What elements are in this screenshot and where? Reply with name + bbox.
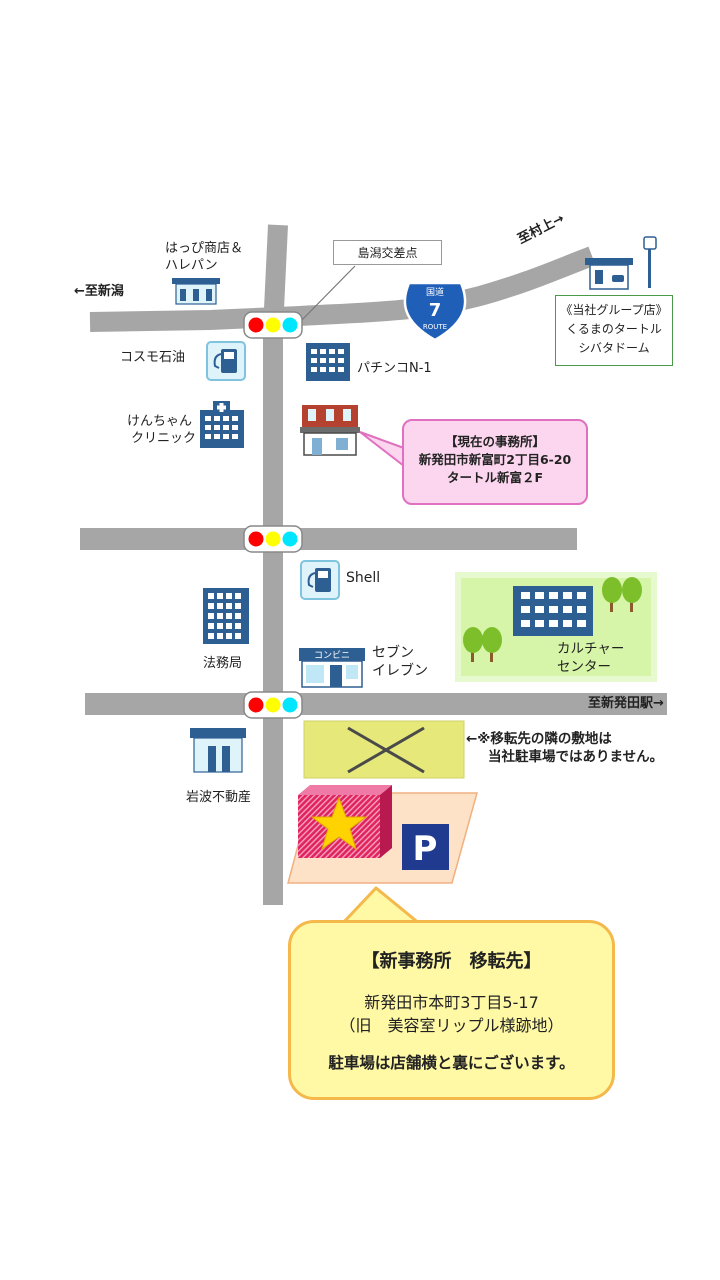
iwanami-realestate-icon [190, 728, 246, 773]
main-callout-pointer [340, 886, 421, 926]
direction-to-shibata-station: 至新発田駅→ [588, 696, 664, 711]
route-7-shield-icon: 国道 7 ROUTE [403, 281, 467, 342]
current-office-building: タートル新富２F [446, 470, 544, 485]
new-office-title: 【新事務所 移転先】 [361, 951, 542, 972]
group-store-icon [585, 236, 657, 290]
kousaten-label: 島潟交差点 [333, 240, 442, 265]
route-shield-number: 7 [429, 300, 442, 321]
iwanami-label: 岩波不動産 [186, 790, 252, 805]
new-office-address: 新発田市本町3丁目5-17 [364, 993, 539, 1012]
gas-station-cosmo-icon [206, 341, 246, 381]
current-office-callout: 【現在の事務所】 新発田市新富町2丁目6-20 タートル新富２F [402, 419, 588, 505]
gas-station-shell-icon [300, 560, 340, 600]
route-shield-top: 国道 [426, 286, 444, 298]
new-office-parking-note: 駐車場は店舗横と裏にございます。 [328, 1054, 575, 1072]
happy-store-icon [172, 278, 220, 305]
middle-road [80, 528, 577, 550]
new-office-callout: 【新事務所 移転先】 新発田市本町3丁目5-17 （旧 美容室リップル様跡地） … [288, 920, 615, 1100]
traffic-light-south [243, 691, 303, 719]
direction-to-niigata: ←至新潟 [74, 284, 124, 299]
group-store-line-2: くるまのタートル [566, 322, 662, 336]
happy-store-label-1: はっぴ商店＆ [165, 241, 244, 256]
cosmo-label: コスモ石油 [120, 350, 186, 365]
culture-center-label-1: カルチャー [557, 641, 625, 657]
group-store-box: 《当社グループ店》 くるまのタートル シバタドーム [555, 295, 673, 366]
legal-affairs-bureau-label: 法務局 [203, 656, 243, 671]
traffic-light-middle [243, 525, 303, 553]
seven-eleven-label-2: イレブン [372, 663, 428, 679]
culture-center-label-2: センター [557, 659, 611, 675]
seven-eleven-label-1: セブン [372, 645, 414, 661]
convenience-store-icon: コンビニ [299, 648, 365, 688]
current-office-address: 新発田市新富町2丁目6-20 [418, 452, 572, 467]
new-office-former-tenant: （旧 美容室リップル様跡地） [339, 1016, 564, 1035]
neighbor-note-line-2: 当社駐車場ではありません。 [488, 749, 664, 765]
neighbor-lot [303, 720, 465, 779]
happy-store-label-2: ハレパン [165, 258, 218, 273]
office-callout-pointer [359, 431, 405, 469]
route-shield-word: ROUTE [423, 323, 447, 331]
current-office-title: 【現在の事務所】 [444, 434, 545, 449]
pachinko-building-icon [306, 343, 350, 381]
convenience-store-sign: コンビニ [314, 650, 350, 661]
parking-letter: P [413, 829, 438, 869]
parking-sign-icon: P [402, 824, 449, 870]
culture-center-park [455, 572, 657, 682]
legal-affairs-bureau-icon [203, 588, 249, 644]
neighbor-note-line-1: ←※移転先の隣の敷地は [466, 731, 612, 747]
shell-label: Shell [346, 570, 381, 586]
pachinko-label: パチンコN-1 [357, 361, 432, 376]
new-office-star-box-icon [298, 785, 392, 858]
current-office-building-icon [300, 405, 360, 456]
traffic-light-north [243, 311, 303, 339]
clinic-label-2: クリニック [131, 431, 197, 446]
group-store-line-3: シバタドーム [578, 341, 650, 355]
group-store-line-1: 《当社グループ店》 [560, 303, 668, 317]
clinic-building-icon [200, 401, 244, 448]
kousaten-leader [299, 265, 356, 323]
clinic-label-1: けんちゃん [127, 414, 193, 429]
south-road [85, 693, 667, 715]
